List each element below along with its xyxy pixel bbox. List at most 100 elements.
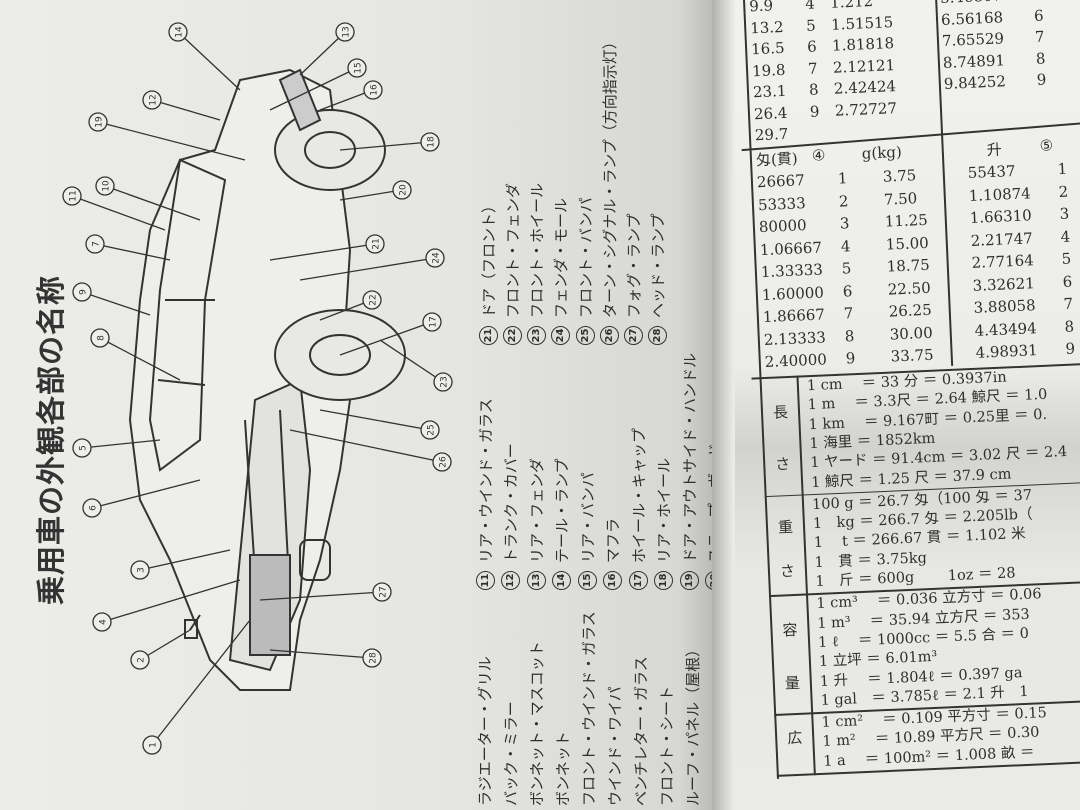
part-number: 17 — [628, 571, 648, 590]
table-cell: 6.56168 — [940, 7, 1004, 29]
table-cell: 1.06667 — [759, 237, 823, 259]
svg-text:26: 26 — [439, 456, 449, 468]
callout-13: 13 — [335, 22, 355, 42]
parts-list-item: フロント・ウインド・ガラス — [578, 596, 599, 806]
part-number: 11 — [476, 571, 495, 590]
svg-text:16: 16 — [370, 84, 380, 96]
svg-text:23: 23 — [440, 376, 450, 387]
table-cell: 5 — [1061, 249, 1072, 268]
callout-1: 1 — [142, 735, 162, 755]
table-cell: 53333 — [757, 193, 807, 214]
svg-text:18: 18 — [427, 136, 437, 148]
svg-text:8: 8 — [97, 335, 107, 341]
part-number: 16 — [603, 571, 623, 590]
table-cell: 1.10874 — [968, 183, 1032, 205]
callout-9: 9 — [72, 282, 92, 302]
group-label: 容 — [782, 621, 798, 640]
parts-list-item: バック・ミラー — [500, 596, 521, 806]
table-cell: 3 — [1059, 204, 1070, 224]
callout-8: 8 — [90, 328, 110, 348]
callout-21: 21 — [365, 234, 385, 254]
callout-14: 14 — [168, 22, 188, 42]
table-cell: 8 — [1035, 49, 1046, 68]
svg-text:28: 28 — [369, 652, 379, 664]
svg-text:13: 13 — [342, 26, 352, 37]
part-name: リア・ウインド・ガラス — [477, 398, 495, 563]
table-cell: 8 — [1064, 317, 1075, 336]
part-name: ターン・シグナル・ランプ（方向指示灯） — [600, 34, 619, 318]
part-name: フロント・ホイール — [528, 182, 547, 318]
table-cell: 7 — [843, 304, 854, 323]
callout-10: 10 — [95, 176, 115, 196]
table-cell: 15.00 — [885, 233, 930, 254]
parts-list-item: ボンネット — [552, 596, 573, 806]
table-header-cell: 升 — [986, 140, 1003, 160]
table-cell: 2 — [1058, 182, 1069, 201]
callout-2: 2 — [130, 650, 150, 670]
part-name: フロント・フェンダ — [504, 182, 523, 318]
part-name: バック・ミラー — [502, 701, 520, 806]
table-cell: 1.66310 — [969, 206, 1033, 227]
callout-5: 5 — [72, 438, 92, 458]
table-cell: 1.51515 — [830, 12, 894, 34]
callout-20: 20 — [392, 180, 412, 200]
svg-text:9: 9 — [79, 289, 89, 295]
group-label: 重 — [777, 518, 794, 537]
part-number: 13 — [526, 571, 546, 590]
part-name: ベンチレター・ガラス — [632, 656, 650, 806]
table-cell: 16.5 — [750, 38, 785, 59]
parts-list-item: ボンネット・マスコット — [526, 596, 547, 806]
callout-11: 11 — [62, 186, 82, 206]
table-cell: 2.13333 — [763, 327, 827, 349]
svg-text:27: 27 — [379, 586, 389, 597]
table-cell: 7 — [1063, 294, 1074, 313]
group-label: さ — [779, 561, 796, 581]
table-cell: 1.81818 — [831, 34, 895, 55]
parts-list-1-10: ラジエーター・グリルバック・ミラーボンネット・マスコットボンネットフロント・ウイ… — [474, 596, 715, 806]
table-cell: 2.12121 — [832, 55, 896, 77]
part-name: リア・ホイール — [655, 457, 674, 563]
table-cell: 13.2 — [749, 17, 784, 37]
table-cell: 1 — [837, 169, 848, 188]
parts-list-item: 11 リア・ウインド・ガラス — [475, 325, 496, 590]
svg-text:1: 1 — [149, 742, 159, 748]
part-name: テール・ランプ — [553, 458, 572, 563]
table-cell: 22.50 — [887, 278, 932, 299]
table-cell: 2.40000 — [764, 350, 828, 372]
part-name: リア・バンパ — [578, 472, 597, 563]
table-cell: 5 — [805, 16, 817, 35]
table-cell: 19.8 — [751, 60, 786, 80]
table-cell: 26.25 — [888, 300, 933, 321]
table-cell: 6 — [806, 37, 818, 56]
svg-text:11: 11 — [69, 190, 79, 201]
callout-24: 24 — [425, 248, 445, 268]
svg-text:4: 4 — [99, 619, 109, 625]
part-name: ヘッド・ランプ — [648, 213, 667, 318]
table-cell: 4 — [804, 0, 816, 13]
part-name: ドア（フロント） — [480, 197, 498, 318]
svg-text:22: 22 — [369, 294, 379, 305]
table-cell: 23.1 — [752, 81, 787, 102]
right-page: 9.941.2125.46807513.251.515156.56168616.… — [735, 0, 1080, 810]
table-cell: 3 — [839, 214, 850, 233]
table-cell: 9 — [1065, 339, 1076, 358]
part-number: 14 — [552, 571, 572, 590]
part-name: ウインド・ワイパ — [606, 686, 624, 806]
svg-text:12: 12 — [149, 94, 159, 105]
callout-25: 25 — [420, 420, 440, 440]
svg-text:20: 20 — [399, 184, 409, 196]
part-name: フェンダ・モール — [552, 197, 571, 318]
table-cell: 5.46807 — [940, 0, 1003, 7]
table-cell: 4 — [840, 236, 851, 256]
callout-3: 3 — [130, 560, 150, 580]
parts-list-item: ベンチレター・ガラス — [630, 596, 651, 806]
table-cell: 7.65529 — [941, 29, 1005, 51]
table-cell: 2 — [838, 191, 849, 211]
